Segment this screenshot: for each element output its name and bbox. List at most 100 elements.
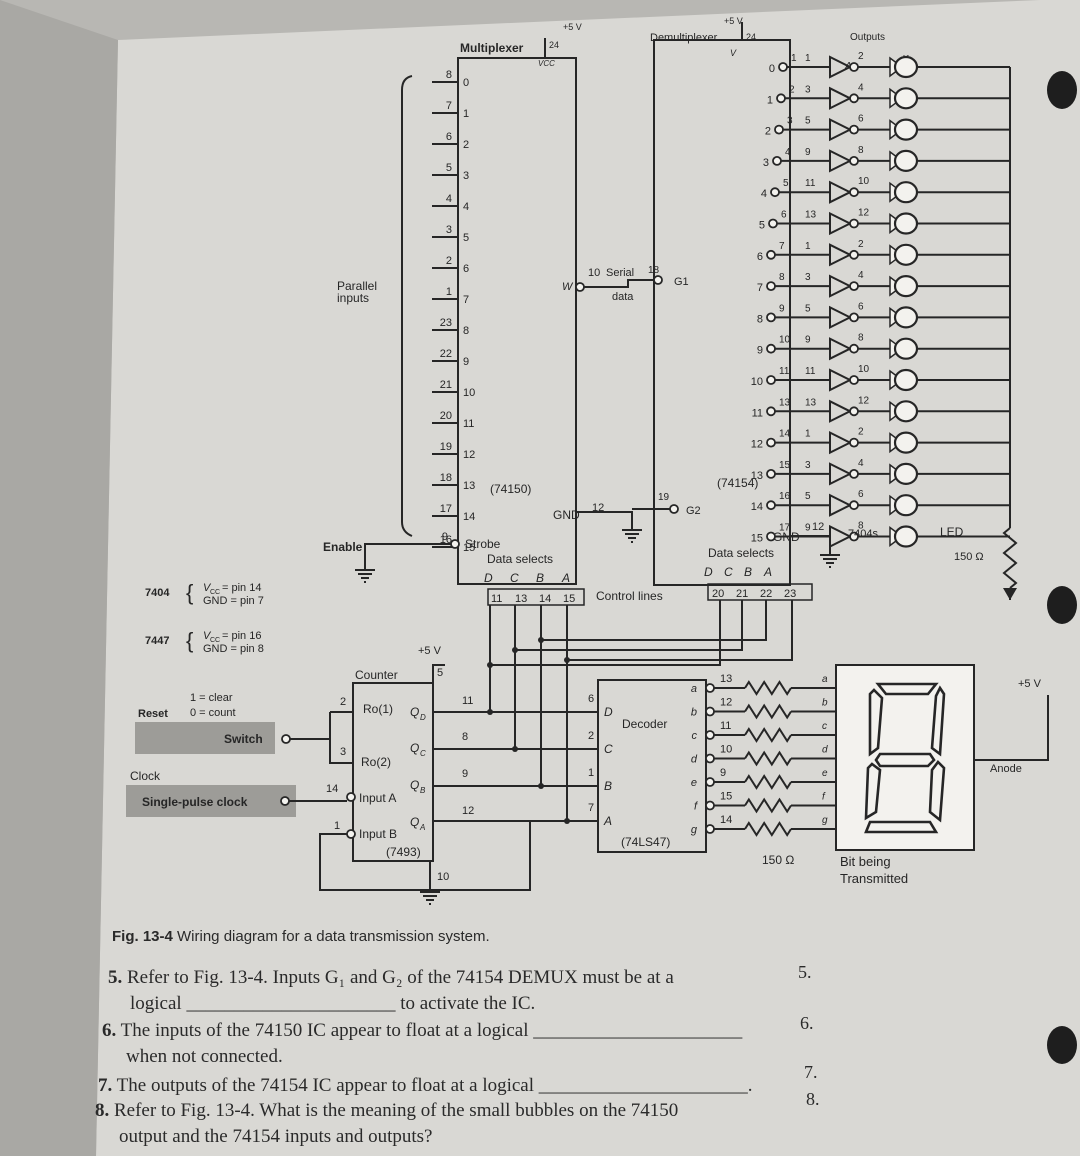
question-7: 7. The outputs of the 74154 IC appear to… [98,1073,798,1099]
segment-resistor [744,774,792,790]
demux-output-number: 4 [761,188,767,200]
demux-select-pin: 23 [784,588,796,600]
demux-output-pin: 13 [779,397,791,408]
demux-output-bubble [766,500,776,511]
led-indicator [893,243,919,266]
inverter-input-pin: 9 [805,335,811,346]
demux-output-number: 14 [751,501,763,513]
inverter-7404 [829,211,853,236]
demux-select-letter: A [763,565,772,579]
demux-output-bubble [776,93,786,104]
inverter-input-pin: 11 [805,178,816,189]
mux-select-pin: 13 [515,593,527,605]
ground-symbol [820,554,840,568]
counter-feedback-wire [319,821,531,891]
mux-input-number: 12 [463,449,475,461]
inverter-input-pin: 5 [805,491,811,502]
segment-c [928,760,946,823]
answer-6-label: 6. [800,1013,814,1033]
binder-hole [1047,1026,1077,1064]
decoder-output-bubble [705,753,715,764]
demux-output-pin: 3 [787,116,793,127]
power-note-vcc-sub: CC [210,589,220,596]
paper-sheet [96,0,1080,1156]
segment-f [868,688,884,757]
inverter-input-pin: 1 [805,429,811,440]
led-indicator [893,494,919,517]
inverter-bubble [849,406,859,417]
g1-bubble [653,275,663,285]
demux-select-pin: 22 [760,588,772,600]
outputs-label: Outputs [850,32,885,43]
input-b-bubble [346,829,356,839]
serial-data-wire [584,279,654,288]
decoder-input-pin: 6 [588,693,594,705]
strobe-label: Strobe [465,537,501,551]
segment-letter: e [822,768,828,779]
demux-title: Demultiplexer [650,32,718,44]
mux-74150-chip [457,57,577,585]
mux-input-number: 2 [463,139,469,151]
strobe-pin: 9 [442,531,448,543]
decoder-74ls47-chip [597,679,707,853]
mux-input-number: 4 [463,201,469,213]
clock-terminal [280,796,290,806]
demux-output-number: 1 [767,94,773,106]
demux-output-bubble [766,375,776,385]
counter-ro2: Ro(2) [361,755,391,769]
inverter-bubble [849,218,859,229]
inverter-input-pin: 3 [805,460,811,471]
led-label: LED [940,525,964,539]
mux-input-pin: 8 [446,69,452,81]
question-text: The inputs of the 74150 IC appear to flo… [120,1020,743,1041]
inverter-output-pin: 12 [858,395,870,406]
decoder-output-pin: 15 [720,791,732,803]
demux-output-bubble [766,312,776,323]
serial-label: Serial [606,267,634,279]
inverter-7404 [829,243,853,267]
g2-label: G2 [686,505,701,517]
demux-output-number: 2 [765,126,771,138]
g2-bubble [669,504,679,514]
demux-output-pin: 5 [783,178,789,189]
demux-output-number: 6 [757,251,763,263]
answer-8-label: 8. [806,1089,820,1109]
decoder-output-bubble [705,824,715,834]
inverter-output-pin: 8 [858,333,864,344]
inverter-7404 [829,462,853,486]
mux-input-pin: 4 [446,193,452,205]
inverter-bubble [849,468,859,479]
control-line-b [541,600,767,641]
mux-select-letter: C [510,571,519,585]
inverter-bubble [849,62,859,72]
led-indicator [893,431,919,454]
segment-a [875,682,939,696]
demux-output-number: 7 [757,282,763,294]
question-5: 5. Refer to Fig. 13-4. Inputs G₁ and G₂ … [108,965,798,1017]
inverter-input-pin: 3 [805,84,811,95]
segment-resistor [744,821,792,837]
inverter-input-pin: 9 [805,147,811,158]
inverter-output-pin: 8 [858,145,864,156]
demux-select-letter: D [704,565,713,579]
display-anode-label: Anode [990,763,1022,775]
display-plus5: +5 V [1018,678,1042,690]
demux-output-number: 11 [752,407,763,419]
led-indicator [893,462,919,485]
inverter-bubble [849,281,859,292]
counter-input-a-pin: 14 [326,783,338,795]
question-text: logical ______________________ to activa… [130,993,536,1014]
mux-input-pin: 3 [446,224,452,236]
parallel-inputs-brace [401,75,413,537]
inverter-bubble [849,124,859,135]
counter-q-pin: 8 [462,731,468,743]
mux-select-pins-box [487,588,585,606]
mux-input-number: 11 [463,418,474,430]
serial-data-label: data [612,291,634,303]
mux-input-number: 7 [463,294,469,306]
decoder-input-letter: C [604,742,613,756]
question-number: 7. [98,1075,113,1096]
segment-resistor [744,727,792,743]
demux-part-number: (74154) [717,476,758,490]
counter-output-sub: C [420,749,426,758]
